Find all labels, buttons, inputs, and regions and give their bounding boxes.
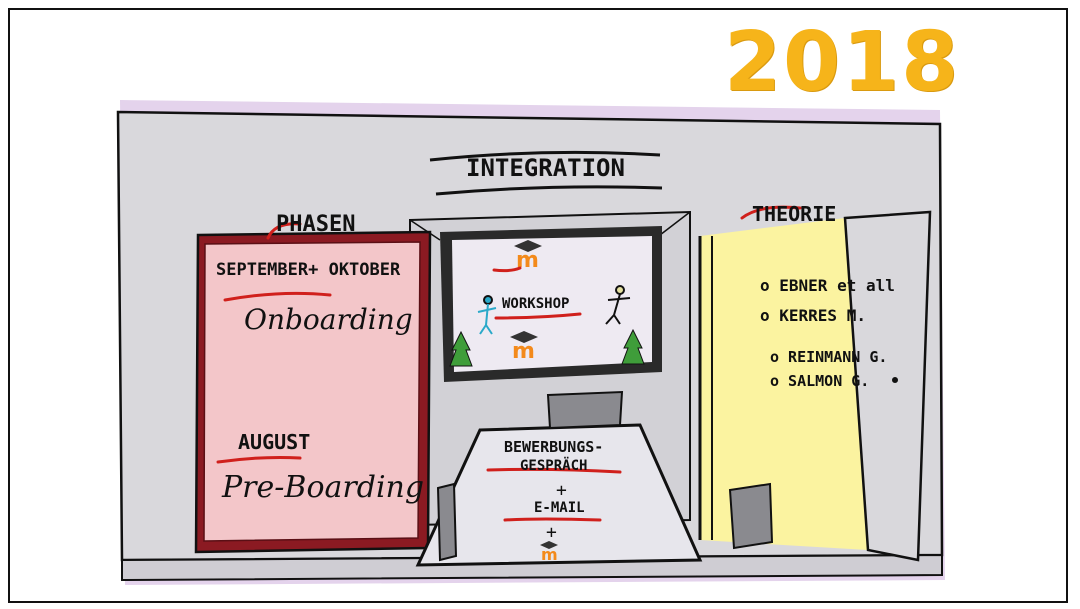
chair-icon — [436, 482, 458, 562]
phases-heading: PHASEN — [276, 212, 356, 237]
table-plus1: + — [556, 480, 567, 501]
tree-icon — [621, 328, 645, 365]
svg-text:m: m — [512, 339, 535, 364]
door-light — [700, 218, 868, 550]
moodle-logo-icon: m — [540, 541, 558, 564]
table-line1: BEWERBUNGS- — [504, 438, 604, 456]
svg-text:m: m — [516, 248, 539, 273]
phase2-month: AUGUST — [238, 430, 311, 454]
theory-author: o EBNER et all — [760, 276, 895, 295]
integration-heading: INTEGRATION — [466, 154, 625, 182]
workshop-label: WORKSHOP — [502, 296, 570, 312]
moodle-logo-icon: m — [510, 331, 538, 364]
table-plus2: + — [546, 522, 557, 543]
phase1-months: SEPTEMBER+ OKTOBER — [216, 260, 401, 280]
phases-panel — [203, 241, 421, 542]
tree-icon — [449, 330, 473, 367]
theory-author: o REINMANN G. — [770, 348, 888, 366]
person-icon — [605, 285, 631, 325]
open-door — [843, 210, 932, 562]
phase1-name: Onboarding — [244, 303, 413, 336]
svg-text:m: m — [541, 545, 558, 564]
theory-author: o KERRES M. — [760, 306, 866, 325]
phase2-name: Pre-Boarding — [222, 470, 425, 505]
table-line2: GESPRÄCH — [520, 458, 588, 474]
theory-heading: THEORIE — [752, 202, 837, 226]
table-line3: E-MAIL — [534, 500, 585, 516]
moodle-logo-icon: m — [514, 240, 542, 273]
chair-icon — [728, 482, 774, 550]
theory-author: o SALMON G. — [770, 372, 870, 390]
year-title: 2018 — [724, 15, 961, 110]
banner-top-line — [429, 150, 661, 162]
banner-bottom-line — [435, 185, 663, 196]
person-icon — [477, 295, 497, 335]
chair-icon — [546, 390, 624, 430]
